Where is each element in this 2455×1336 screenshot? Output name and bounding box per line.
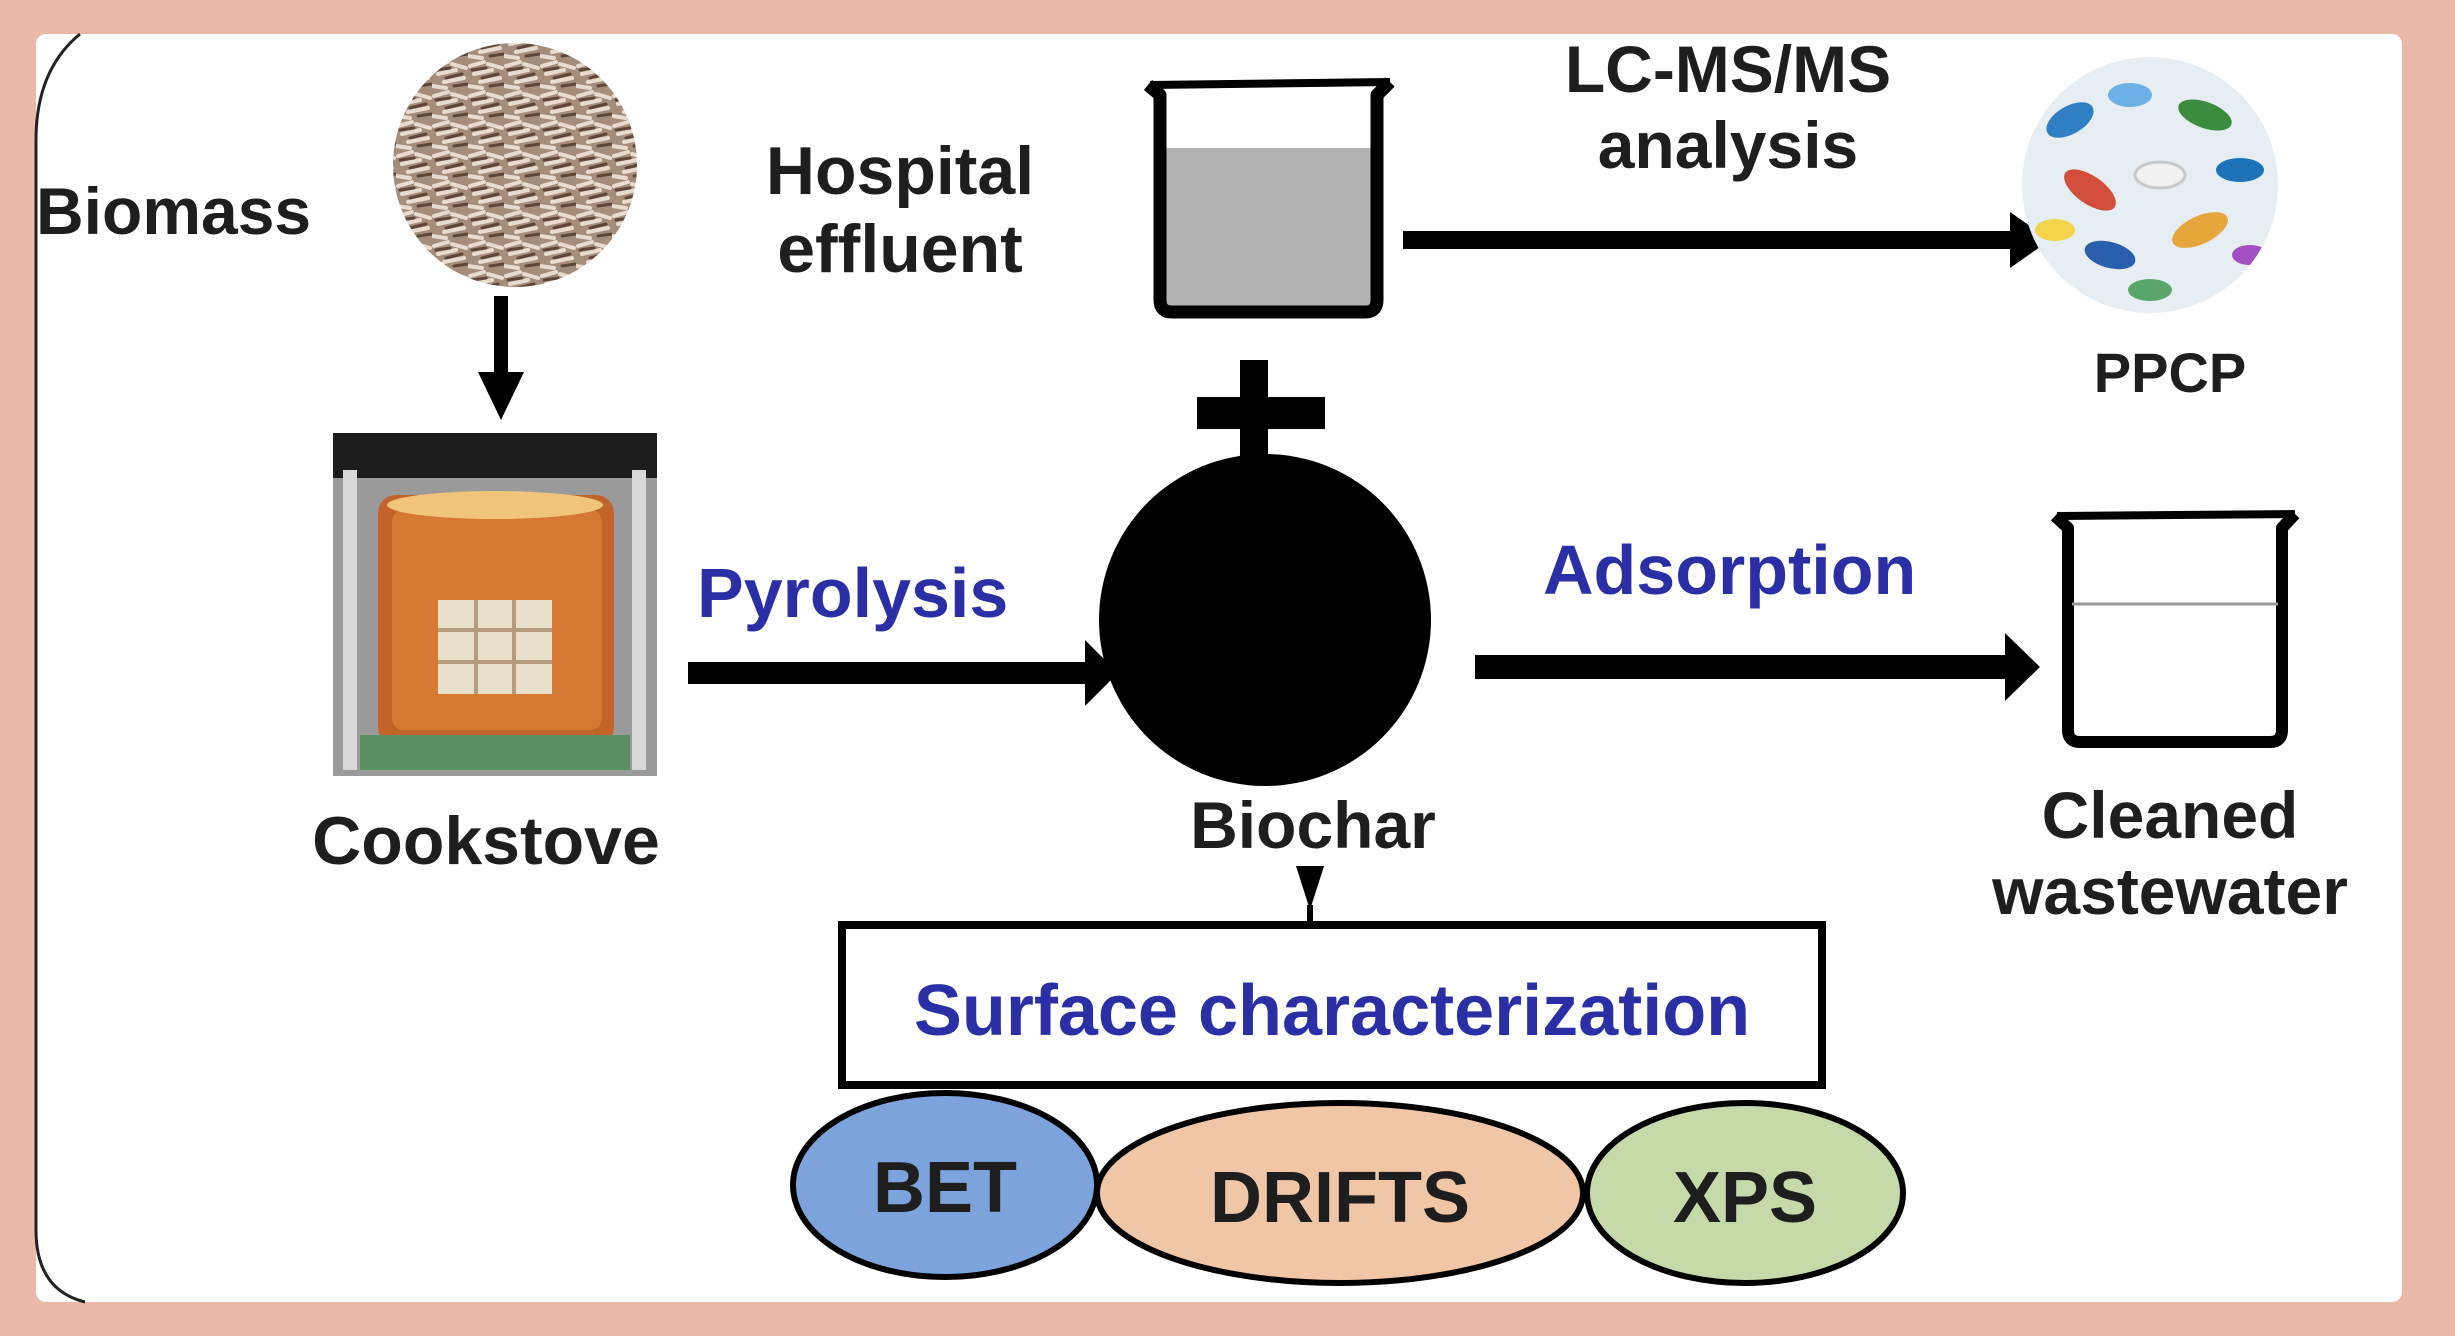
hospital-effluent-line-1: Hospital (765, 133, 1035, 209)
biochar-label: Biochar (1190, 788, 1436, 862)
xps-ellipse (1584, 1100, 1906, 1286)
ppcp-image (2022, 57, 2278, 313)
arrow-biochar-to-surface (1296, 866, 1324, 925)
hospital-effluent-beaker (1143, 77, 1395, 319)
cleaned-line-1: Cleaned (2041, 778, 2299, 852)
plus-sign (1197, 360, 1325, 465)
biomass-label: Biomass (36, 174, 312, 248)
surface-characterization-box (838, 921, 1826, 1089)
arrow-biochar-to-cleaned (1475, 633, 2040, 701)
surface-characterization-label: Surface characterization (913, 971, 1751, 1051)
drifts-label: DRIFTS (1210, 1158, 1470, 1238)
biomass-image (393, 43, 637, 287)
biochar-circle (1099, 454, 1431, 786)
arrow-cookstove-to-biochar (688, 640, 1118, 706)
cookstove-label: Cookstove (312, 803, 660, 879)
lcms-line-2: analysis (1597, 107, 1859, 182)
arrow-effluent-to-ppcp (1403, 212, 2050, 268)
lcms-label: LC-MS/MS analysis (1565, 32, 1891, 184)
adsorption-label: Adsorption (1543, 531, 1917, 609)
pyrolysis-label: Pyrolysis (697, 554, 1009, 632)
ppcp-label: PPCP (2093, 341, 2247, 404)
lcms-line-1: LC-MS/MS (1564, 32, 1892, 106)
xps-label: XPS (1672, 1158, 1818, 1238)
cookstove-image (333, 433, 657, 776)
drifts-ellipse (1094, 1100, 1586, 1286)
cleaned-line-2: wastewater (1992, 853, 2348, 928)
hospital-effluent-label: Hospital effluent (766, 132, 1034, 288)
cleaned-wastewater-beaker (2050, 509, 2300, 748)
bet-label: BET (873, 1148, 1017, 1228)
cleaned-wastewater-label: Cleaned wastewater (1992, 778, 2348, 930)
canvas-edge (34, 32, 86, 1304)
arrow-biomass-to-cookstove (478, 296, 524, 420)
hospital-effluent-line-2: effluent (777, 211, 1023, 288)
